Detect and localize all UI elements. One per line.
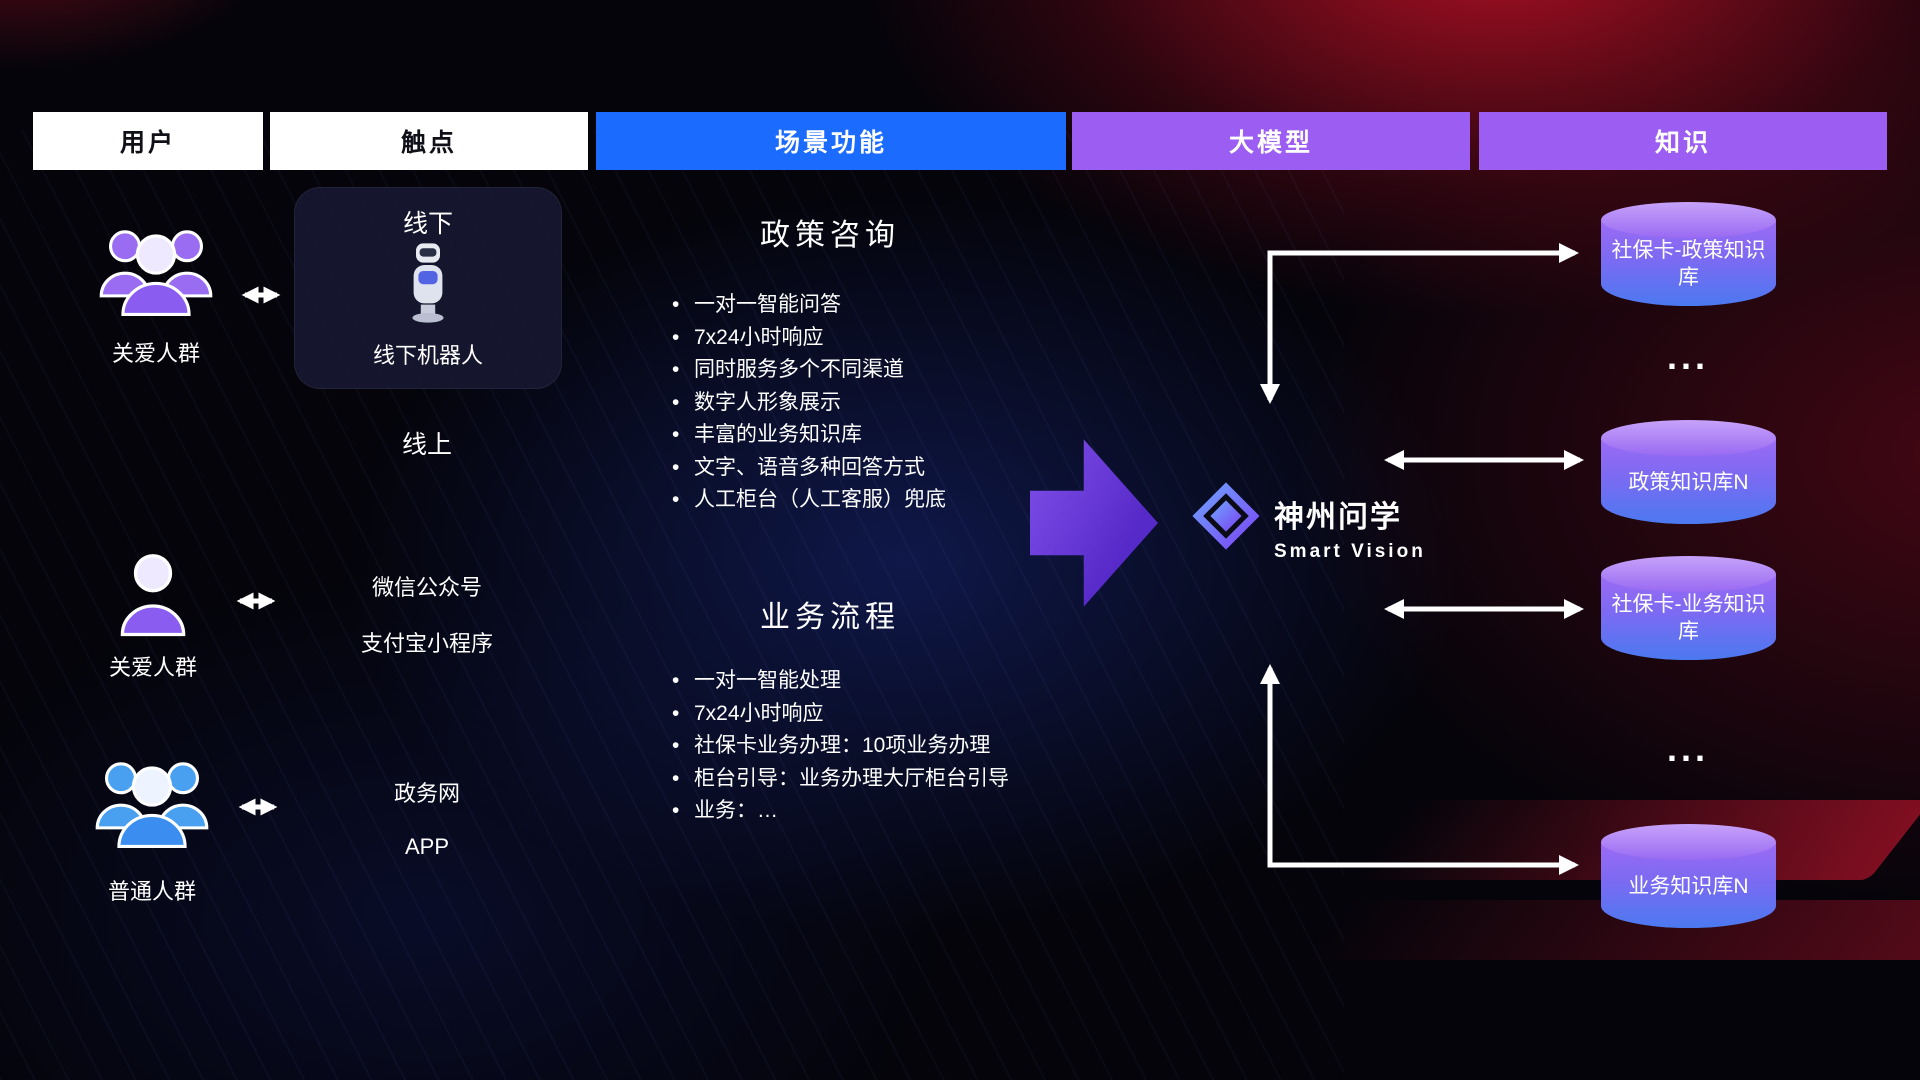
user-group3-label: 普通人群 <box>107 879 196 904</box>
database-icon-top <box>1601 420 1776 456</box>
scene-section2-list: 一对一智能处理 7x24小时响应 社保卡业务办理：10项业务办理 柜台引导：业务… <box>672 665 1132 828</box>
scene-bullet: 丰富的业务知识库 <box>672 419 1132 452</box>
model-name: 神州问学 <box>1274 501 1402 534</box>
model-brand: 神州问学 Smart Vision <box>1274 492 1426 563</box>
scene-bullet: 同时服务多个不同渠道 <box>672 354 1132 387</box>
ellipsis-more: ... <box>1666 728 1709 769</box>
scene-section1-list: 一对一智能问答 7x24小时响应 同时服务多个不同渠道 数字人形象展示 丰富的业… <box>672 289 1132 517</box>
column-header-touchpoints: 触点 <box>270 112 588 170</box>
database-icon-top <box>1601 556 1776 592</box>
offline-touchpoint-card: 线下 线下机器人 <box>294 187 562 389</box>
offline-title: 线下 <box>402 210 453 238</box>
knowledge-db-label: 政策知识库N <box>1628 470 1749 494</box>
scene-section1-title: 政策咨询 <box>760 219 900 252</box>
scene-bullet: 一对一智能处理 <box>672 665 1132 698</box>
database-icon-top <box>1601 202 1776 238</box>
bidirectional-arrow-icon <box>233 282 289 313</box>
knowledge-db-business-shebao: 社保卡-业务知识库 <box>1601 556 1776 662</box>
scene-bullet: 7x24小时响应 <box>672 322 1132 355</box>
bidirectional-arrow-icon <box>228 588 284 619</box>
bidirectional-arrow-icon <box>230 794 286 825</box>
touchpoint-alipay: 支付宝小程序 <box>360 631 493 656</box>
user-group1-label: 关爱人群 <box>111 341 200 366</box>
knowledge-db-label: 业务知识库N <box>1628 874 1749 898</box>
knowledge-db-label: 社保卡-政策知识库 <box>1611 239 1766 289</box>
ellipsis-more: ... <box>1666 336 1709 377</box>
user-group-purple-icon <box>94 214 218 324</box>
scene-section2-title: 业务流程 <box>760 601 900 634</box>
scene-bullet: 人工柜台（人工客服）兜底 <box>672 484 1132 517</box>
column-header-large-model: 大模型 <box>1072 112 1470 170</box>
user-group-blue-icon <box>90 746 214 856</box>
touchpoint-wechat: 微信公众号 <box>371 575 482 600</box>
model-subtitle: Smart Vision <box>1274 541 1426 562</box>
touchpoint-app: APP <box>404 834 450 859</box>
offline-robot-label: 线下机器人 <box>372 343 483 368</box>
scene-bullet: 业务：… <box>672 795 1132 828</box>
online-title: 线上 <box>401 431 452 459</box>
scene-bullet: 数字人形象展示 <box>672 387 1132 420</box>
knowledge-db-policy-shebao: 社保卡-政策知识库 <box>1601 202 1776 308</box>
column-header-users: 用户 <box>33 112 263 170</box>
scene-bullet: 柜台引导：业务办理大厅柜台引导 <box>672 763 1132 796</box>
knowledge-db-policy-n: 政策知识库N <box>1601 420 1776 526</box>
touchpoint-gov-web: 政务网 <box>393 781 460 806</box>
smart-vision-logo-icon <box>1190 480 1262 552</box>
user-group2-label: 关爱人群 <box>108 655 197 680</box>
column-header-scene-functions: 场景功能 <box>596 112 1066 170</box>
scene-bullet: 社保卡业务办理：10项业务办理 <box>672 730 1132 763</box>
scene-bullet: 文字、语音多种回答方式 <box>672 452 1132 485</box>
knowledge-db-business-n: 业务知识库N <box>1601 824 1776 930</box>
user-person-purple-icon <box>118 548 188 640</box>
scene-bullet: 一对一智能问答 <box>672 289 1132 322</box>
scene-bullet: 7x24小时响应 <box>672 698 1132 731</box>
knowledge-db-label: 社保卡-业务知识库 <box>1611 593 1766 643</box>
robot-icon <box>295 240 561 330</box>
column-header-knowledge: 知识 <box>1479 112 1887 170</box>
